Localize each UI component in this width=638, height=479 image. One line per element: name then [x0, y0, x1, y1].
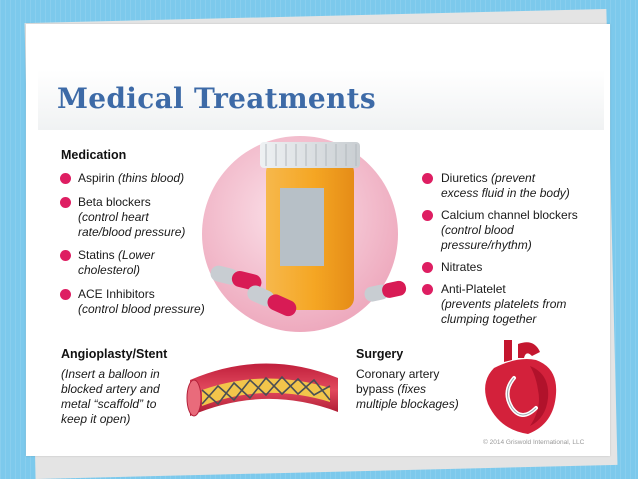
surgery-description: Coronary artery bypass (fixes multiple b…	[356, 367, 459, 412]
heart-vessels	[504, 340, 540, 362]
surgery-heading: Surgery	[356, 347, 404, 361]
capsule-3	[364, 280, 407, 302]
med-item-ace-inhibitors: ACE Inhibitors (control blood pressure)	[78, 287, 205, 317]
med-item-calcium-channel-blockers: Calcium channel blockers (control blood …	[441, 208, 578, 253]
item-detail-line: (control blood pressure)	[78, 302, 205, 316]
page-title: Medical Treatments	[57, 82, 376, 115]
item-detail-line: (prevents platelets from	[441, 297, 567, 311]
item-detail-line: (control blood	[441, 223, 514, 237]
item-detail-line: rate/blood pressure)	[78, 225, 186, 239]
description-line: multiple blockages)	[356, 397, 459, 411]
title-band	[38, 70, 604, 130]
item-name: Nitrates	[441, 260, 483, 274]
item-name: Aspirin	[78, 171, 115, 185]
medication-heading: Medication	[61, 148, 127, 162]
description-line: bypass	[356, 382, 395, 396]
med-item-aspirin: Aspirin (thins blood)	[78, 171, 184, 186]
plaque	[202, 378, 330, 406]
item-name: Beta blockers	[78, 195, 151, 209]
description-line: Coronary artery	[356, 367, 440, 381]
angioplasty-description: (Insert a balloon in blocked artery and …	[61, 367, 160, 427]
bullet-dot	[60, 197, 71, 208]
stent-illustration	[186, 363, 338, 417]
med-item-nitrates: Nitrates	[441, 260, 482, 275]
bullet-dot	[60, 250, 71, 261]
item-name: ACE Inhibitors	[78, 287, 155, 301]
bottle-label	[280, 188, 324, 266]
capsule-1	[210, 265, 262, 291]
artery-opening	[186, 379, 202, 417]
description-line: blocked artery and	[61, 382, 160, 396]
item-detail: (Lower	[118, 248, 155, 262]
item-detail: (prevent	[491, 171, 536, 185]
item-detail-line: cholesterol)	[78, 263, 141, 277]
item-detail: (thins blood)	[118, 171, 185, 185]
bullet-dot	[422, 262, 433, 273]
bullet-dot	[422, 210, 433, 221]
bullet-dot	[422, 284, 433, 295]
heart-illustration	[485, 340, 557, 434]
stent-mesh	[201, 375, 331, 406]
med-item-beta-blockers: Beta blockers (control heart rate/blood …	[78, 195, 185, 240]
capsule-2	[247, 285, 297, 317]
item-detail-line: clumping together	[441, 312, 537, 326]
description-line: keep it open)	[61, 412, 131, 426]
med-item-anti-platelet: Anti-Platelet (prevents platelets from c…	[441, 282, 566, 327]
bullet-dot	[60, 289, 71, 300]
med-item-diuretics: Diuretics (prevent excess fluid in the b…	[441, 171, 570, 201]
item-detail-line: pressure/rhythm)	[441, 238, 532, 252]
item-name: Calcium channel blockers	[441, 208, 578, 222]
copyright-notice: © 2014 Griswold International, LLC	[483, 439, 585, 446]
bullet-dot	[422, 173, 433, 184]
heart-highlight	[530, 366, 549, 426]
description-line: (Insert a balloon in	[61, 367, 160, 381]
bullet-dot	[60, 173, 71, 184]
description-line: metal “scaffold” to	[61, 397, 157, 411]
pill-bottle-illustration	[202, 136, 407, 332]
item-detail-line: excess fluid in the body)	[441, 186, 570, 200]
angioplasty-heading: Angioplasty/Stent	[61, 347, 168, 361]
item-detail-line: (control heart	[78, 210, 149, 224]
bottle-cap	[260, 142, 360, 168]
med-item-statins: Statins (Lower cholesterol)	[78, 248, 155, 278]
item-name: Statins	[78, 248, 115, 262]
item-name: Anti-Platelet	[441, 282, 506, 296]
item-name: Diuretics	[441, 171, 488, 185]
description-line: (fixes	[397, 382, 427, 396]
